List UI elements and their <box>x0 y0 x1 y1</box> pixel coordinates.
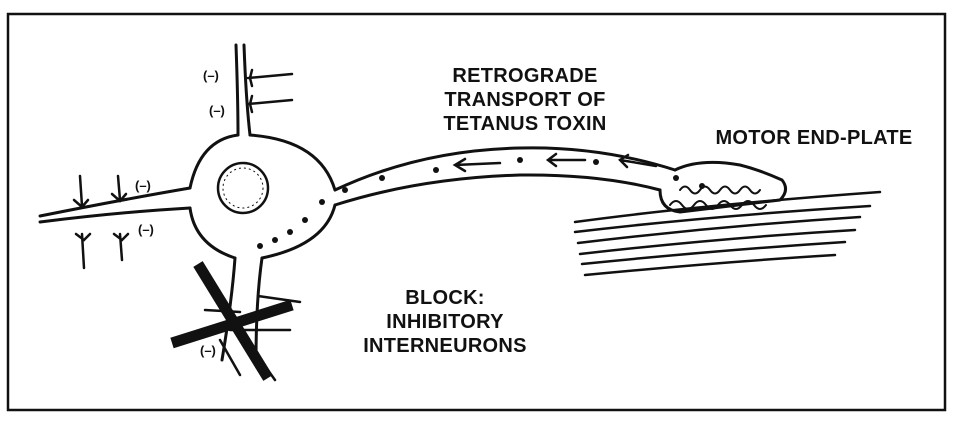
soma-outline <box>190 135 335 258</box>
block-line-1: BLOCK: <box>335 286 555 310</box>
end-plate-folds-2 <box>680 187 760 194</box>
inhibitory-sign: (–) <box>203 68 219 83</box>
inhibitory-sign: (–) <box>200 343 216 358</box>
retrograde-transport-label: RETROGRADE TRANSPORT OF TETANUS TOXIN <box>390 64 660 136</box>
block-line-2: INHIBITORY <box>335 310 555 334</box>
bottom-process-right <box>256 258 262 360</box>
muscle-fibres <box>575 192 880 275</box>
nucleus <box>218 163 268 213</box>
nucleolus-dots <box>223 168 263 208</box>
inhibitory-sign: (–) <box>138 222 154 237</box>
retrograde-line-2: TRANSPORT OF <box>390 88 660 112</box>
retrograde-line-3: TETANUS TOXIN <box>390 112 660 136</box>
inhibitory-sign: (–) <box>135 178 151 193</box>
block-label: BLOCK: INHIBITORY INTERNEURONS <box>335 286 555 358</box>
left-dendrite-upper <box>40 188 190 216</box>
top-dendrite-right <box>244 45 250 135</box>
retrograde-arrows <box>455 154 656 171</box>
motor-end-plate-label: MOTOR END-PLATE <box>694 126 934 150</box>
block-line-3: INTERNEURONS <box>335 334 555 358</box>
top-dendrite-left <box>236 45 238 135</box>
retrograde-line-1: RETROGRADE <box>390 64 660 88</box>
inhibitory-sign: (–) <box>209 103 225 118</box>
